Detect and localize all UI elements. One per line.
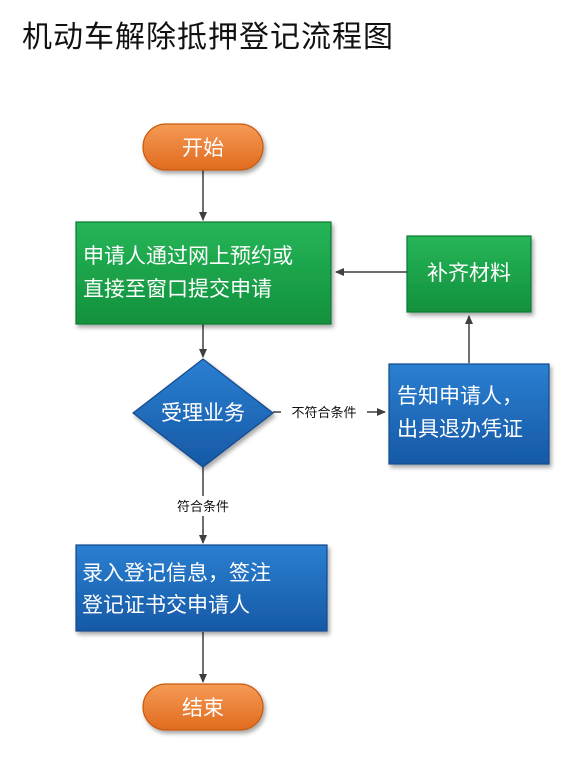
apply-node-line1: 申请人通过网上预约或 [83,244,293,268]
notify-node [388,363,550,465]
end-node [142,683,264,731]
review-decision-node [132,358,274,468]
notify-node-line1: 告知申请人， [397,384,523,408]
edge-label-bg-not-met [281,402,367,422]
end-node-label: 结束 [182,696,224,720]
review-decision-label: 受理业务 [161,401,245,425]
edge-label-met: 符合条件 [177,499,229,515]
supplement-node-label: 补齐材料 [427,261,511,285]
start-node [142,123,264,171]
start-node-label: 开始 [182,136,224,160]
edge-label-not-met: 不符合条件 [291,405,356,421]
page-title: 机动车解除抵押登记流程图 [22,20,394,55]
record-node-line2: 登记证书交申请人 [82,593,250,617]
notify-node-line2: 出具退办凭证 [397,417,523,441]
edge-label-bg-met [160,496,246,516]
record-node-line1: 录入登记信息，签注 [82,561,271,585]
supplement-node [406,235,532,313]
apply-node [75,221,332,325]
apply-node-line2: 直接至窗口提交申请 [83,277,272,301]
record-node [75,544,328,632]
